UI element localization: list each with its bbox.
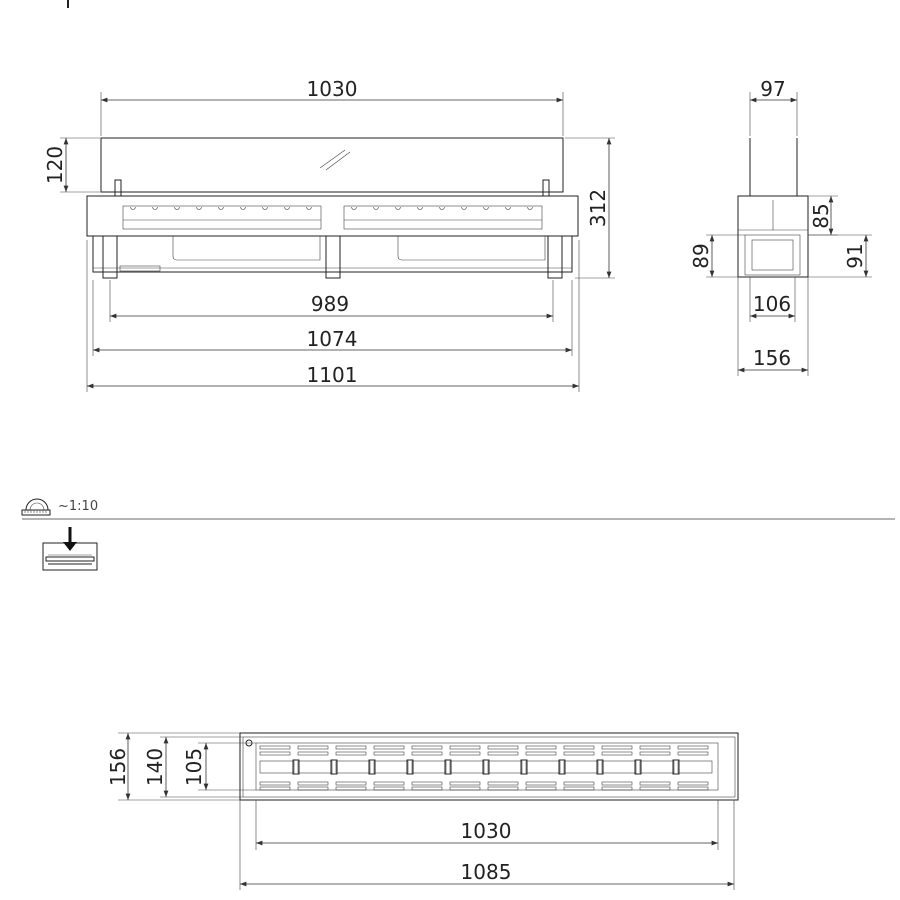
top-dimensions: 156 140 105 1030 1085: [106, 732, 735, 890]
burner-body: [86, 195, 579, 237]
dim-312: 312: [586, 189, 610, 227]
dim-1085: 1085: [461, 860, 512, 884]
glass-panel: [100, 137, 564, 193]
dim-156-side: 156: [753, 346, 791, 370]
side-dimensions: 97 85 89 91 106 156: [689, 77, 872, 376]
dim-1074: 1074: [307, 327, 358, 351]
dim-1030: 1030: [307, 77, 358, 101]
side-view: [737, 138, 809, 278]
insert-from-top-icon: [42, 527, 98, 571]
dim-89: 89: [689, 243, 713, 268]
dim-1030-top: 1030: [461, 819, 512, 843]
front-dimensions: 1030 120 312 989 1074 1101: [43, 77, 615, 392]
dim-989: 989: [311, 292, 349, 316]
scale-icon: [21, 498, 51, 516]
dim-140: 140: [143, 748, 167, 786]
dim-91: 91: [843, 243, 867, 268]
front-view: [86, 137, 579, 279]
dim-120: 120: [43, 146, 67, 184]
scale-label: ~1:10: [58, 499, 98, 514]
dim-1101: 1101: [307, 363, 358, 387]
dim-106: 106: [753, 292, 791, 316]
dim-156-top: 156: [106, 748, 130, 786]
dim-105: 105: [182, 748, 206, 786]
top-view: [239, 732, 739, 801]
dim-85: 85: [809, 203, 833, 228]
dim-97: 97: [760, 77, 785, 101]
